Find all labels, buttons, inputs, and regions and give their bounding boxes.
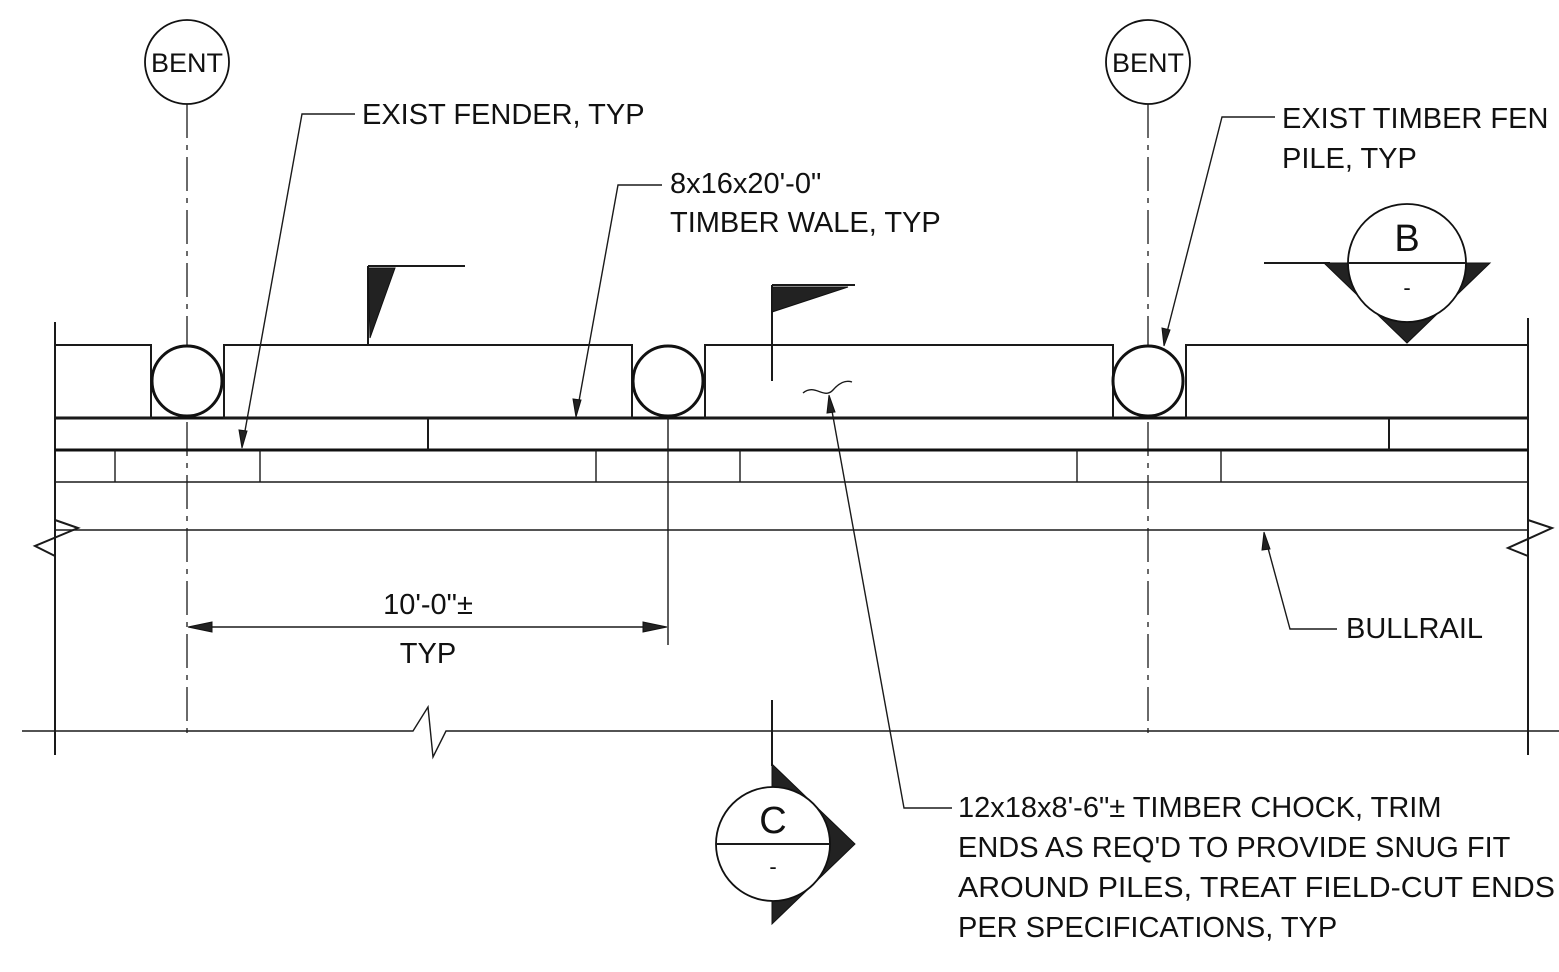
leader-fender-pile (1164, 116, 1275, 341)
dimension-value: 10'-0"± (383, 589, 473, 621)
fender-piles (150, 344, 1185, 418)
leader-exist-fender (242, 113, 355, 443)
dimension-pile-spacing: 10'-0"± TYP (187, 418, 669, 670)
section-c-sheet: - (769, 854, 776, 879)
section-c-letter: C (759, 800, 786, 842)
section-marker-c: C - (715, 700, 856, 926)
timber-chock (704, 344, 1114, 419)
note-timber-wale-desc: TIMBER WALE, TYP (670, 207, 941, 239)
note-fender-pile-line2: PILE, TYP (1282, 143, 1417, 175)
leader-timber-chock (829, 399, 952, 809)
section-marker-b: B - (1264, 203, 1492, 344)
bent-marker-left: BENT (144, 19, 230, 105)
leader-lines (238, 113, 1337, 809)
note-timber-wale-size: 8x16x20'-0" (670, 168, 821, 200)
bent-label-left: BENT (151, 48, 223, 78)
fender-pile (150, 344, 224, 418)
bullrail (55, 481, 1528, 531)
bent-label-right: BENT (1112, 48, 1184, 78)
dimension-typ: TYP (400, 638, 456, 670)
timber-chock (54, 344, 152, 419)
pier-edge-line (22, 704, 1559, 760)
fender-pile (1111, 344, 1185, 418)
note-chock-line1: 12x18x8'-6"± TIMBER CHOCK, TRIM (958, 792, 1442, 824)
timber-chock (1185, 344, 1529, 419)
note-bullrail: BULLRAIL (1346, 613, 1483, 645)
break-symbol-right (1505, 519, 1555, 557)
timber-wale-row (55, 416, 1528, 450)
note-exist-fender: EXIST FENDER, TYP (362, 99, 645, 131)
note-fender-pile-line1: EXIST TIMBER FEN (1282, 103, 1548, 135)
break-symbol-left (32, 519, 81, 557)
leader-bullrail (1264, 536, 1337, 630)
note-chock-line2: ENDS AS REQ'D TO PROVIDE SNUG FIT (958, 832, 1511, 864)
section-b-sheet: - (1403, 275, 1410, 300)
note-chock-line3: AROUND PILES, TREAT FIELD-CUT ENDS (958, 872, 1555, 904)
section-b-letter: B (1394, 218, 1419, 260)
drawing-notes: EXIST FENDER, TYP 8x16x20'-0" TIMBER WAL… (362, 99, 1555, 944)
note-chock-line4: PER SPECIFICATIONS, TYP (958, 912, 1337, 944)
existing-fender-row (55, 448, 1528, 482)
bent-marker-right: BENT (1105, 19, 1191, 105)
fender-pile (631, 344, 705, 418)
timber-chocks (54, 344, 1529, 419)
timber-chock (223, 344, 633, 419)
end-break-lines (32, 318, 1555, 755)
timber-flag-symbols (367, 265, 855, 394)
leader-timber-wale (576, 184, 662, 413)
